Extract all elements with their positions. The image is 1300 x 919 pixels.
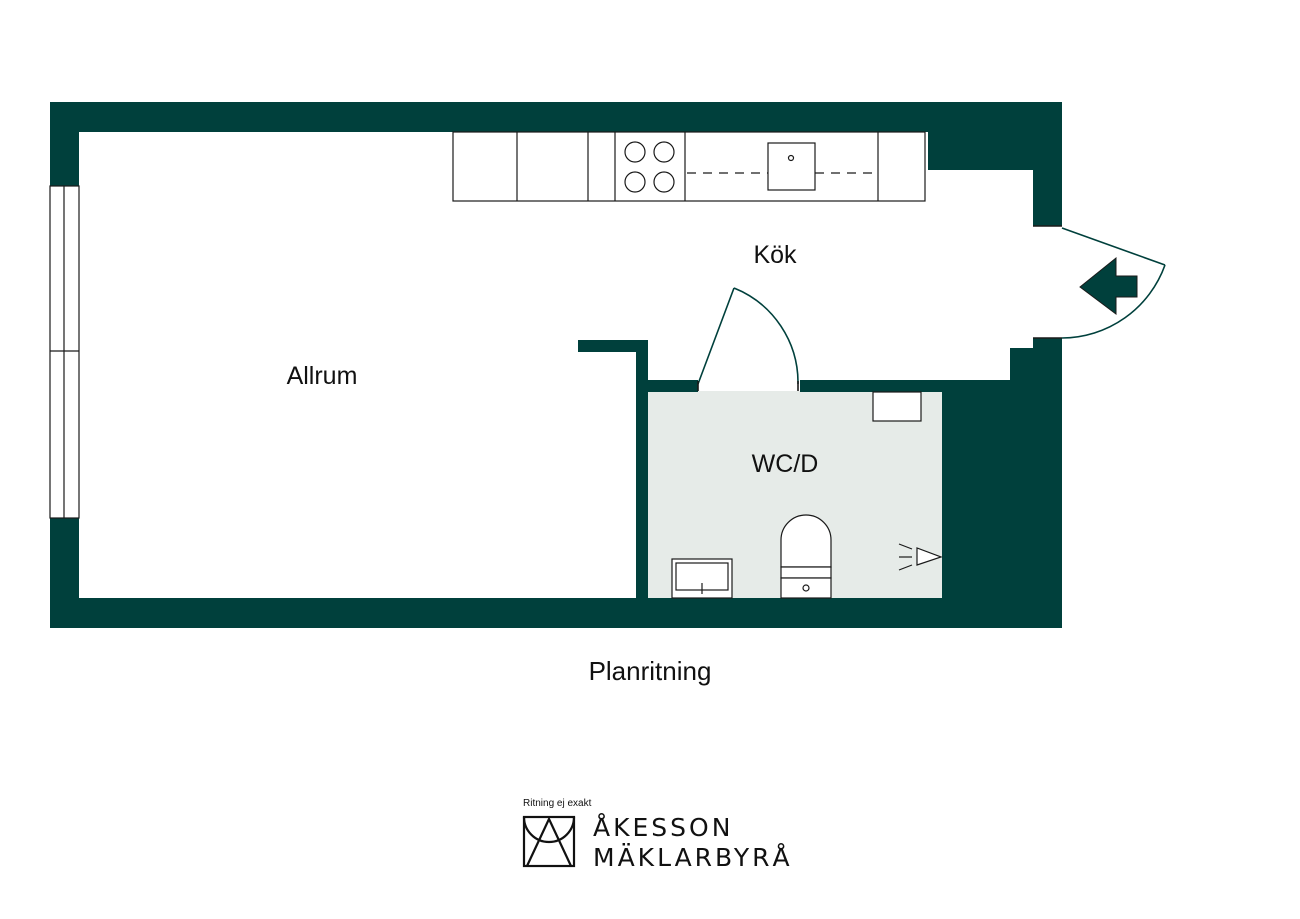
toilet bbox=[780, 514, 832, 599]
kitchen-counter bbox=[452, 131, 926, 202]
entrance-door bbox=[1033, 225, 1166, 339]
plan-caption: Planritning bbox=[589, 656, 712, 686]
brand-name-line2: MÄKLARBYRÅ bbox=[593, 843, 793, 872]
sink bbox=[767, 142, 816, 191]
room-label-kitchen: Kök bbox=[753, 241, 797, 269]
room-label-bathroom: WC/D bbox=[752, 450, 819, 478]
akesson-logo-icon bbox=[522, 815, 576, 868]
bathroom-sink bbox=[671, 558, 733, 599]
room-label-living: Allrum bbox=[287, 362, 358, 390]
disclaimer-text: Ritning ej exakt bbox=[523, 798, 592, 809]
brand-name-line1: ÅKESSON bbox=[593, 813, 733, 842]
shower-icon bbox=[898, 543, 943, 571]
bathroom-door bbox=[697, 287, 799, 391]
entrance-arrow-icon bbox=[1079, 256, 1138, 315]
window bbox=[49, 185, 80, 519]
stove bbox=[624, 141, 675, 193]
washing-machine bbox=[872, 391, 922, 422]
walls bbox=[50, 102, 1062, 628]
